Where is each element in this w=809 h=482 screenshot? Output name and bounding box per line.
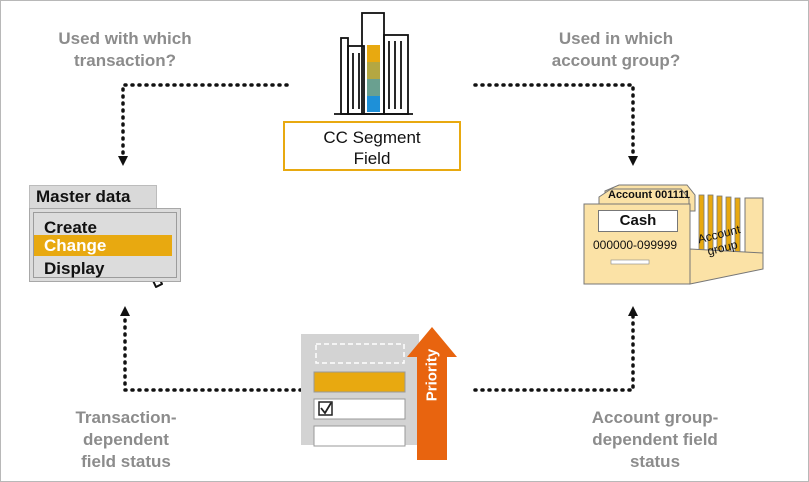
account-name-box: Cash (598, 210, 678, 232)
priority-label: Priority (423, 348, 441, 402)
connector-top-right (473, 83, 638, 166)
menu-item-create[interactable]: Create (44, 218, 97, 237)
account-group-question-label: Used in which account group? (535, 28, 697, 72)
label-line: status (629, 452, 681, 471)
connector-bottom-left (120, 306, 303, 392)
field-status-panel-icon (301, 334, 419, 447)
connector-bottom-right (473, 306, 638, 392)
label-line: Account group- (591, 408, 719, 427)
account-range: 000000-099999 (593, 238, 678, 252)
account-card-title: Account 001111 (608, 189, 690, 201)
label-line: dependent field (592, 430, 718, 449)
menu-item-display[interactable]: Display (44, 259, 105, 278)
building-color-strip-icon (367, 45, 380, 112)
label-line: Transaction- (75, 408, 177, 427)
connector-top-left (118, 83, 289, 166)
segment-line: Field (353, 149, 391, 168)
priority-arrow-icon (407, 327, 457, 460)
segment-line: CC Segment (323, 128, 421, 147)
master-data-menu: Create Change Display (29, 208, 181, 282)
master-data-title: Master data (29, 185, 157, 209)
building-icon (334, 12, 413, 115)
transaction-dependent-status-label: Transaction- dependent field status (63, 407, 189, 473)
label-line: transaction? (73, 51, 177, 70)
label-line: account group? (551, 51, 681, 70)
label-line: dependent (83, 430, 169, 449)
label-line: field status (81, 452, 171, 471)
label-line: Used in which (558, 29, 674, 48)
transaction-question-label: Used with which transaction? (45, 28, 205, 72)
label-line: Used with which (58, 29, 192, 48)
account-group-dependent-status-label: Account group- dependent field status (576, 407, 734, 473)
menu-item-change[interactable]: Change (34, 235, 172, 256)
cc-segment-field-box: CC Segment Field (283, 121, 461, 171)
